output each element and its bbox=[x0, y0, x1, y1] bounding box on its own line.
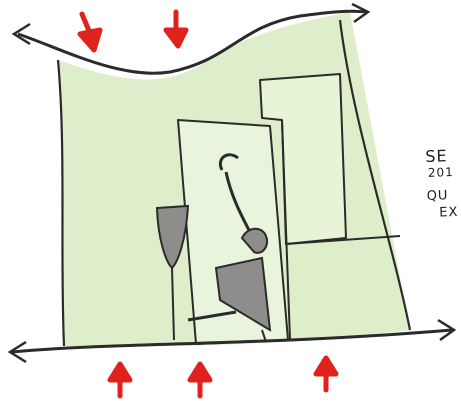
north-boundary bbox=[17, 9, 367, 75]
side-annotation: SE 201 QU EX bbox=[425, 147, 461, 258]
courtyard bbox=[177, 119, 289, 345]
south-boundary bbox=[11, 328, 453, 354]
arrow-up-icon bbox=[313, 355, 339, 393]
south-boundary-arrowhead-left bbox=[7, 340, 27, 364]
arrow-up-icon bbox=[187, 361, 213, 399]
north-boundary-arrowhead-left bbox=[11, 22, 31, 46]
building-edge bbox=[281, 119, 291, 341]
goblet-icon bbox=[155, 204, 190, 341]
sculpture-figure-icon bbox=[187, 153, 272, 343]
arrow-down-icon bbox=[163, 9, 189, 49]
annotation-line: SE bbox=[425, 146, 448, 166]
east-wall bbox=[338, 19, 412, 331]
annotation-line: QU bbox=[426, 188, 449, 204]
south-boundary-arrowhead-right bbox=[437, 318, 457, 342]
arrow-up-icon bbox=[107, 361, 133, 399]
annotation-line: EX bbox=[439, 204, 459, 221]
annotation-line: 201 bbox=[427, 165, 455, 180]
west-wall bbox=[56, 59, 66, 347]
divider-line bbox=[285, 235, 401, 245]
arrow-down-icon bbox=[77, 11, 103, 53]
north-boundary-arrowhead-right bbox=[351, 2, 371, 24]
